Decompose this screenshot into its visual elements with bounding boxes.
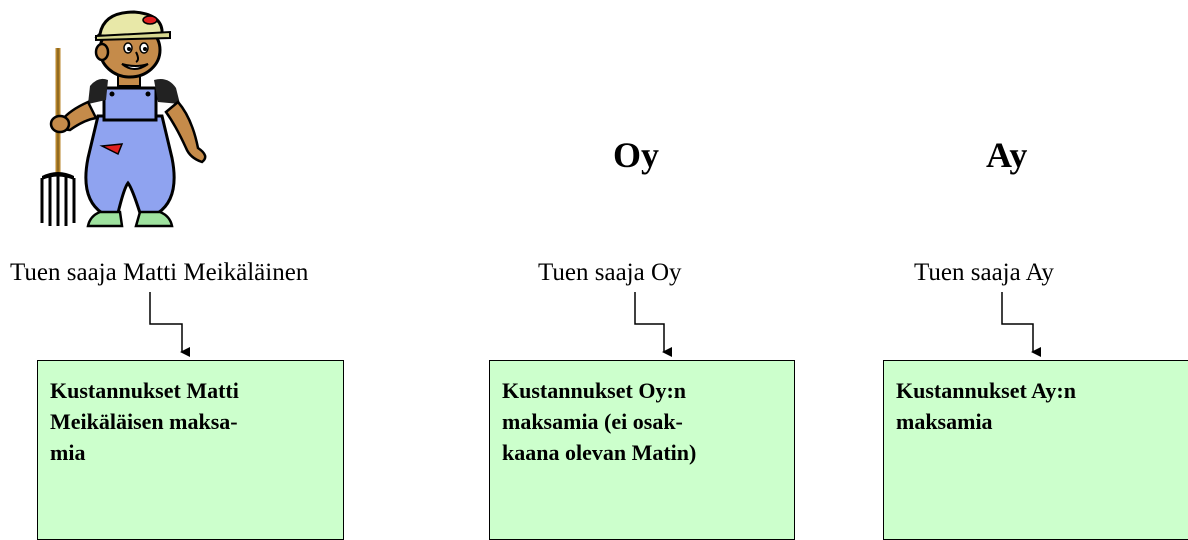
farmer-icon [40,10,207,228]
connector-ay [1001,292,1041,357]
cost-line: mia [50,440,86,465]
cost-line: maksamia [896,409,993,434]
recipient-label-matti: Tuen saaja Matti Meikäläinen [10,259,309,286]
entity-title-oy: Oy [613,135,660,175]
cost-line: Kustannukset Oy:n [502,378,687,403]
recipient-label-ay: Tuen saaja Ay [914,259,1054,286]
cost-line: Kustannukset Ay:n [896,378,1076,403]
recipient-label-oy: Tuen saaja Oy [538,259,682,286]
cost-line: kaana olevan Matin) [502,440,697,465]
cost-line: Kustannukset Matti [50,378,239,403]
connector-oy [634,292,672,357]
connector-matti [149,292,190,357]
entity-title-ay: Ay [986,135,1028,175]
cost-box-ay: Kustannukset Ay:n maksamia [883,360,1188,540]
cost-box-matti: Kustannukset Matti Meikäläisen maksa- mi… [37,360,344,540]
cost-line: maksamia (ei osak- [502,409,683,434]
cost-box-oy: Kustannukset Oy:n maksamia (ei osak- kaa… [489,360,795,540]
cost-line: Meikäläisen maksa- [50,409,238,434]
